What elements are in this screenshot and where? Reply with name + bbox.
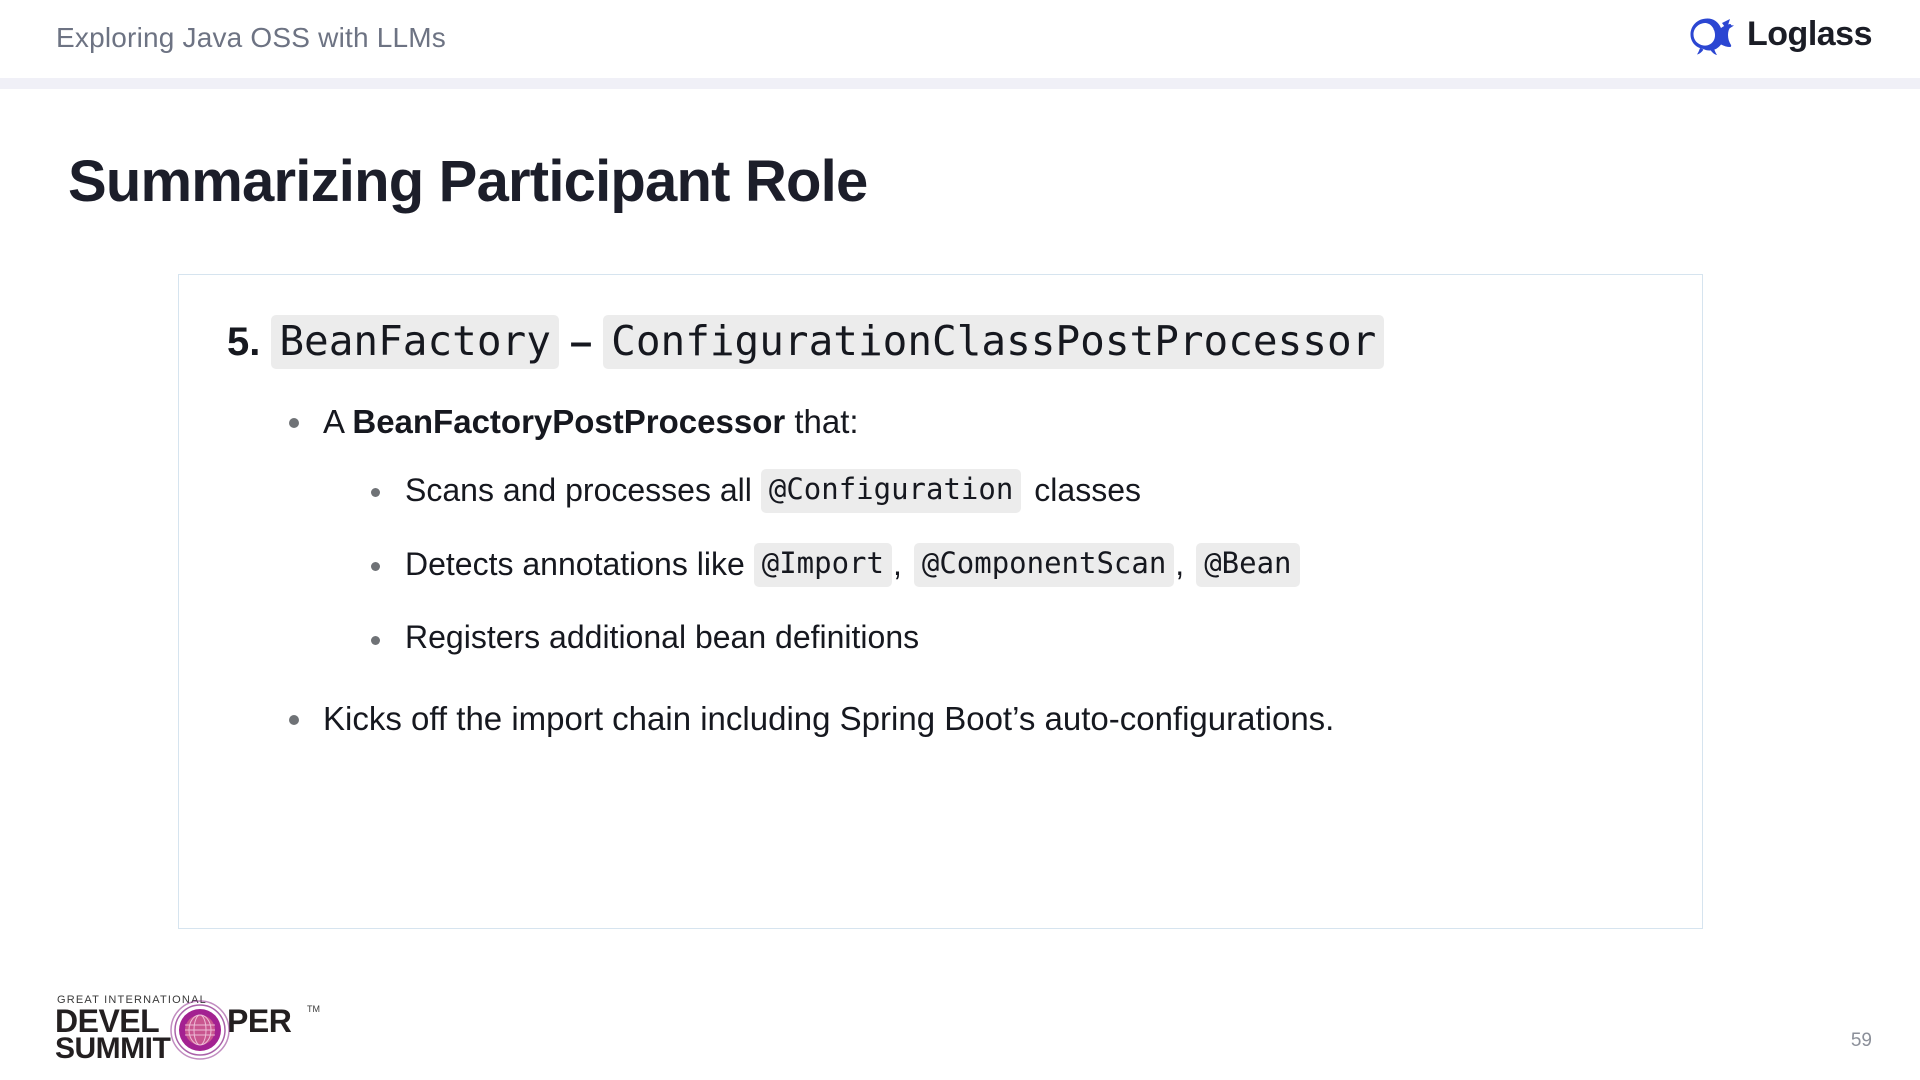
whale-icon (1690, 18, 1735, 55)
event-tagline: GREAT INTERNATIONAL (57, 994, 207, 1006)
sub-2-comma-1: , (892, 545, 902, 582)
bullet-1-post: that: (785, 403, 859, 440)
globe-icon (170, 1000, 230, 1060)
sub-bullet-registers-beans: Registers additional bean definitions (357, 617, 1668, 659)
item-number: 5. (227, 319, 261, 364)
brand-logo: Loglass (1687, 12, 1872, 56)
trademark-symbol: TM (307, 1004, 320, 1014)
sub-2-code-import: @Import (753, 542, 892, 587)
page-number: 59 (1850, 1030, 1872, 1051)
slide-header: Exploring Java OSS with LLMs Loglass (0, 0, 1920, 78)
sub-1-code: @Configuration (760, 469, 1022, 513)
event-line2: SUMMIT (55, 1032, 170, 1062)
bullet-beanfactorypostprocessor: A BeanFactoryPostProcessor that: Scans a… (275, 401, 1668, 658)
header-title: Exploring Java OSS with LLMs (56, 22, 446, 53)
bullet-list-level2: Scans and processes all @Configuration c… (357, 469, 1668, 658)
bullet-2-text: Kicks off the import chain including Spr… (323, 700, 1335, 738)
content-card: 5. BeanFactory – ConfigurationClassPostP… (178, 274, 1703, 929)
event-line1-b: PER (227, 1003, 292, 1039)
sub-2-pre: Detects annotations like (405, 545, 745, 582)
bullet-import-chain: Kicks off the import chain including Spr… (275, 698, 1668, 740)
sub-1-pre: Scans and processes all (405, 472, 752, 509)
sub-2-comma-2: , (1175, 545, 1185, 582)
item-dash: – (569, 319, 593, 364)
sub-3-text: Registers additional bean definitions (405, 618, 920, 655)
sub-bullet-detects-annotations: Detects annotations like @Import , @Comp… (357, 542, 1668, 587)
event-line1-a: DEVEL (55, 1003, 159, 1039)
header-divider (0, 78, 1920, 89)
bullet-list-level1: A BeanFactoryPostProcessor that: Scans a… (275, 401, 1668, 740)
page-title: Summarizing Participant Role (68, 149, 868, 214)
item-code-right: ConfigurationClassPostProcessor (603, 315, 1385, 369)
item-code-left: BeanFactory (271, 315, 559, 369)
sub-2-code-componentscan: @ComponentScan (913, 542, 1175, 587)
sub-1-post: classes (1034, 472, 1141, 509)
item-heading: 5. BeanFactory – ConfigurationClassPostP… (227, 315, 1668, 369)
developer-summit-logo: GREAT INTERNATIONAL DEVEL PER SUMMIT TM (55, 994, 320, 1062)
sub-2-code-bean: @Bean (1196, 542, 1300, 587)
brand-name: Loglass (1747, 15, 1872, 53)
sub-bullet-scans-configuration: Scans and processes all @Configuration c… (357, 469, 1668, 513)
bullet-1-bold: BeanFactoryPostProcessor (352, 403, 786, 440)
bullet-1-pre: A (323, 403, 353, 440)
